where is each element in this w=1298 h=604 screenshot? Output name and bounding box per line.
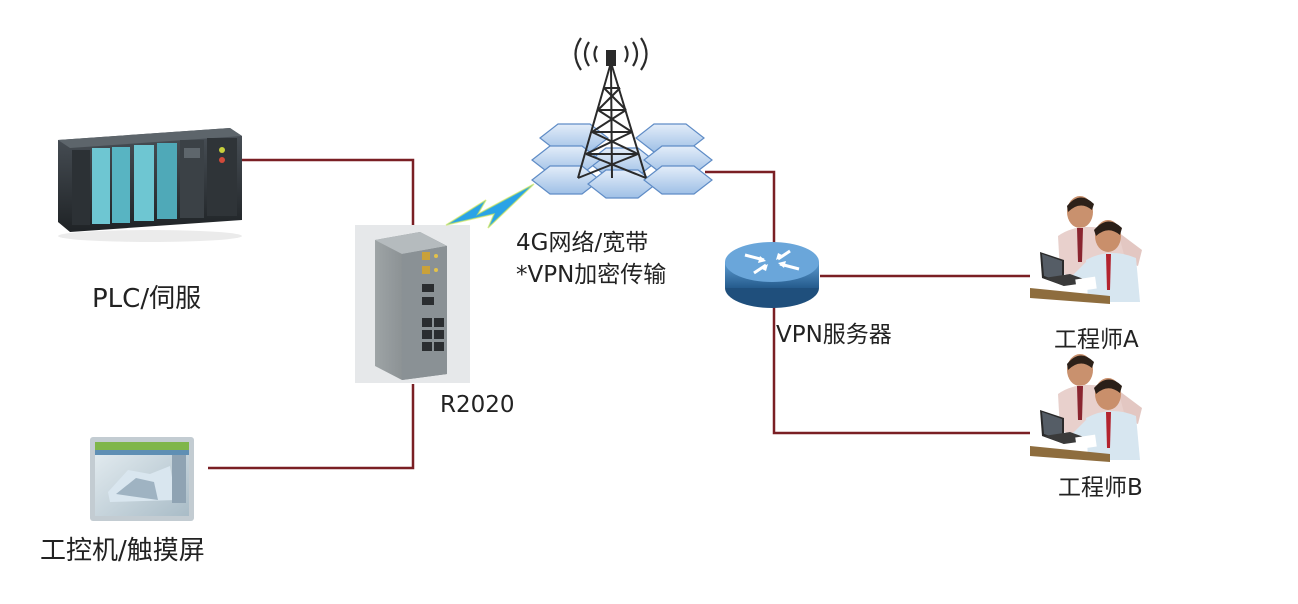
touch-panel-icon <box>90 437 194 521</box>
plc-rack-icon <box>58 128 242 242</box>
industrial-router-icon <box>355 225 470 383</box>
vpn-router-icon <box>725 242 819 308</box>
vpn-server-label: VPN服务器 <box>776 322 892 348</box>
plc-label: PLC/伺服 <box>92 284 202 314</box>
engineer-b-label: 工程师B <box>1058 475 1143 501</box>
connection-lines <box>208 158 1030 470</box>
wireless-link-icon <box>445 183 535 229</box>
network-label-line1: 4G网络/宽带 <box>516 230 649 256</box>
ipc-label: 工控机/触摸屏 <box>40 536 205 566</box>
engineer-a-icon <box>1030 196 1142 304</box>
engineer-b-icon <box>1030 354 1142 462</box>
router-label: R2020 <box>440 392 515 418</box>
link-network-vpn <box>705 170 776 244</box>
cell-tower-icon <box>531 37 713 199</box>
engineer-a-label: 工程师A <box>1054 327 1139 353</box>
link-plc-router <box>240 158 415 225</box>
network-label-line2: *VPN加密传输 <box>516 262 667 288</box>
link-vpn-engineer-b <box>772 300 1030 435</box>
link-ipc-router <box>208 384 415 470</box>
